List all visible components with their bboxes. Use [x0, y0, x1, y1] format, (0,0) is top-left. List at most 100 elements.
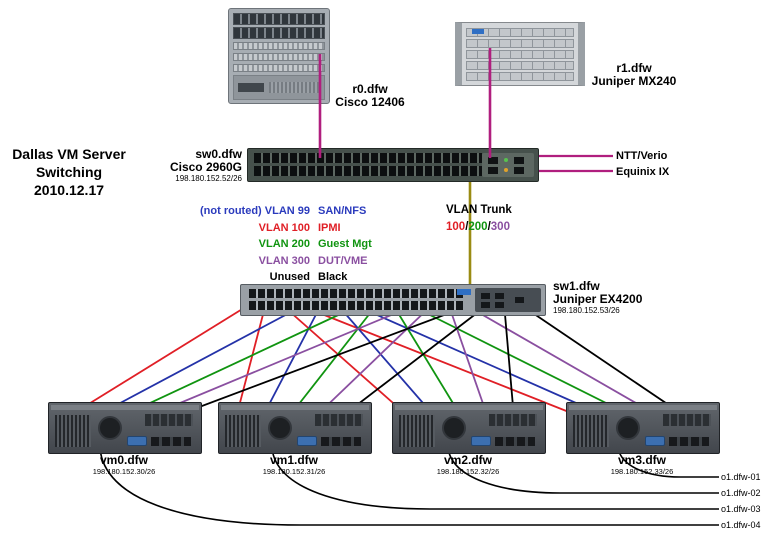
server-drive-bay	[145, 414, 193, 426]
r1-label: r1.dfw Juniper MX240	[588, 62, 680, 88]
juniper-mx240-router-image	[455, 22, 585, 86]
diagram-title: Dallas VM Server Switching 2010.12.17	[12, 146, 126, 198]
server-top-strip	[221, 405, 369, 410]
server-vm3-image	[566, 402, 720, 454]
endpoint-o1-dfw-02: o1.dfw-02	[721, 488, 761, 498]
server-drive-bay	[315, 414, 363, 426]
vm1-hostname: vm1.dfw	[269, 453, 318, 467]
endpoint-o1-dfw-03: o1.dfw-03	[721, 504, 761, 514]
switch-uplink-panel	[475, 288, 541, 312]
legend-row: VLAN 100 IPMI	[200, 220, 430, 237]
vm0-label: vm0.dfw 198.180.152.30/26	[44, 454, 204, 477]
router-slot	[233, 42, 325, 50]
router-slot	[233, 64, 325, 72]
server-io-ports	[669, 437, 709, 446]
server-io-ports	[151, 437, 191, 446]
legend-row: Unused Black	[200, 269, 430, 286]
router-slot	[466, 28, 574, 37]
uplink-port	[495, 293, 504, 299]
sw1-label: sw1.dfw Juniper EX4200 198.180.152.53/26	[553, 279, 673, 316]
server-fan	[98, 416, 122, 440]
vm1-ip: 198.180.152.31/26	[262, 467, 326, 476]
router-linecard	[233, 13, 325, 25]
trunk-slash: /	[465, 221, 469, 233]
server-grille	[55, 415, 91, 447]
sw0-model: Cisco 2960G	[169, 160, 242, 174]
switch-port-row	[254, 166, 482, 176]
endpoint-o1-dfw-04: o1.dfw-04	[721, 520, 761, 530]
uplink-port	[488, 157, 498, 164]
uplink-port	[481, 293, 490, 299]
orange-led	[504, 168, 508, 172]
trunk-vlan-200: 200	[468, 221, 488, 233]
vga-port	[127, 436, 147, 446]
legend-value: DUT/VME	[318, 254, 368, 267]
uplink-port	[515, 297, 524, 303]
uplink-port	[495, 302, 504, 308]
switch-badge	[457, 289, 471, 295]
server-fan	[616, 416, 640, 440]
legend-row: VLAN 200 Guest Mgt	[200, 236, 430, 253]
router-slot	[466, 39, 574, 48]
vm2-ip: 198.180.152.32/26	[436, 467, 500, 476]
legend-label: VLAN 300	[258, 254, 310, 267]
vm0-ip: 198.180.152.30/26	[92, 467, 156, 476]
server-fan	[268, 416, 292, 440]
switch-port-rows	[254, 153, 482, 179]
legend-value: Guest Mgt	[318, 238, 372, 250]
switch-port-rows	[249, 289, 463, 313]
r0-label: r0.dfw Cisco 12406	[328, 83, 412, 109]
r1-hostname: r1.dfw	[616, 61, 652, 75]
server-vm0-image	[48, 402, 202, 454]
router-slot	[466, 61, 574, 70]
vlan-trunk-vlans: 100/200/300	[446, 221, 526, 233]
r1-model: Juniper MX240	[591, 74, 677, 88]
link-sw1-servers-group	[65, 302, 689, 419]
router-slot	[466, 50, 574, 59]
trunk-vlan-100: 100	[446, 221, 466, 233]
cisco-2960g-switch-image	[247, 148, 539, 182]
switch-port-row	[254, 153, 482, 163]
uplink-equinix-label: Equinix IX	[616, 166, 670, 178]
vga-port	[297, 436, 317, 446]
server-grille	[399, 415, 435, 447]
sw1-ip: 198.180.152.53/26	[553, 306, 620, 315]
router-badge	[472, 29, 484, 34]
vm3-ip: 198.180.152.33/26	[610, 467, 674, 476]
legend-row: (not routed) VLAN 99 SAN/NFS	[200, 203, 430, 220]
router-display	[238, 83, 264, 92]
legend-label: Unused	[269, 271, 310, 283]
uplink-port	[514, 167, 524, 174]
vga-port	[645, 436, 665, 446]
vm1-label: vm1.dfw 198.180.152.31/26	[214, 453, 374, 477]
server-grille	[573, 415, 609, 447]
server-io-ports	[495, 437, 535, 446]
vga-port	[471, 436, 491, 446]
endpoint-o1-dfw-01: o1.dfw-01	[721, 472, 761, 482]
server-drive-bay	[663, 414, 711, 426]
legend-value: SAN/NFS	[318, 205, 367, 217]
uplink-port	[481, 302, 490, 308]
r0-model: Cisco 12406	[335, 95, 405, 109]
vlan-trunk-title: VLAN Trunk	[446, 204, 512, 216]
server-fan	[442, 416, 466, 440]
uplink-port	[514, 157, 524, 164]
legend-label: VLAN 100	[258, 221, 310, 234]
legend-value: IPMI	[318, 221, 341, 234]
sw0-ip: 198.180.152.52/26	[175, 174, 242, 183]
server-grille	[225, 415, 261, 447]
vm2-label: vm2.dfw 198.180.152.32/26	[388, 454, 548, 477]
switch-port-row	[249, 289, 463, 298]
legend-label: VLAN 200	[258, 238, 310, 250]
switch-port-row	[249, 301, 463, 310]
cisco-12406-router-image	[228, 8, 330, 104]
sw1-model: Juniper EX4200	[553, 292, 643, 306]
vm3-label: vm3.dfw 198.180.152.33/26	[562, 454, 722, 477]
router-slot	[466, 72, 574, 81]
router-vent	[269, 82, 320, 93]
vlan-legend: (not routed) VLAN 99 SAN/NFS VLAN 100 IP…	[200, 203, 430, 286]
uplink-port	[488, 167, 498, 174]
juniper-ex4200-switch-image	[240, 284, 546, 316]
sw1-hostname: sw1.dfw	[553, 279, 600, 293]
